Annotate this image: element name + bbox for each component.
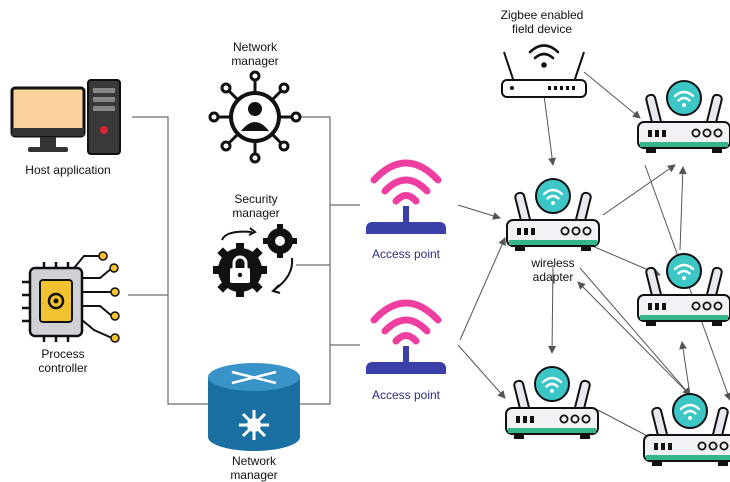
network-manager-top-label-line2: manager [231,54,279,68]
network-manager-bottom-label-line2: manager [230,468,278,482]
wireless-router-icon-bottom-right [642,392,730,468]
zigbee-device-label-line1: Zigbee enabled [500,8,584,22]
process-controller-label: Process controller [20,347,106,375]
network-switch-icon [208,363,300,451]
wifi-router-icon [501,44,587,98]
connection-lines [128,116,360,405]
wireless-router-icon-mid-right [636,252,730,328]
access-point-icon-2 [366,303,446,374]
wireless-router-icon-bottom-center [504,365,600,441]
security-manager-label-line2: manager [232,206,280,220]
security-manager-label-line1: Security [234,192,278,206]
network-manager-bottom-label-line1: Network [231,454,276,468]
zigbee-device-label-line2: field device [511,22,573,36]
network-manager-top-label: Network manager [215,40,295,68]
host-application-label: Host application [25,163,111,177]
access-point-icon-1 [366,163,446,234]
network-manager-bottom-label: Network manager [214,454,294,482]
network-user-icon [208,70,302,164]
desktop-computer-icon [10,79,121,155]
wireless-adapter-label-line2: adapter [532,270,574,284]
access-point-1-label: Access point [371,247,441,261]
wireless-adapter-label: wireless adapter [508,256,598,284]
gear-lock-icon [213,224,297,297]
zigbee-device-label: Zigbee enabled field device [480,8,604,36]
wireless-adapter-label-line1: wireless [531,256,575,270]
network-manager-top-label-line1: Network [232,40,277,54]
access-point-2-label: Access point [371,388,441,402]
wireless-router-icon-top-right [636,79,730,155]
microchip-icon [22,251,120,343]
process-controller-label-line1: Process [41,347,85,361]
wireless-router-icon-adapter [505,177,601,253]
process-controller-label-line2: controller [38,361,88,375]
security-manager-label: Security manager [214,192,298,220]
